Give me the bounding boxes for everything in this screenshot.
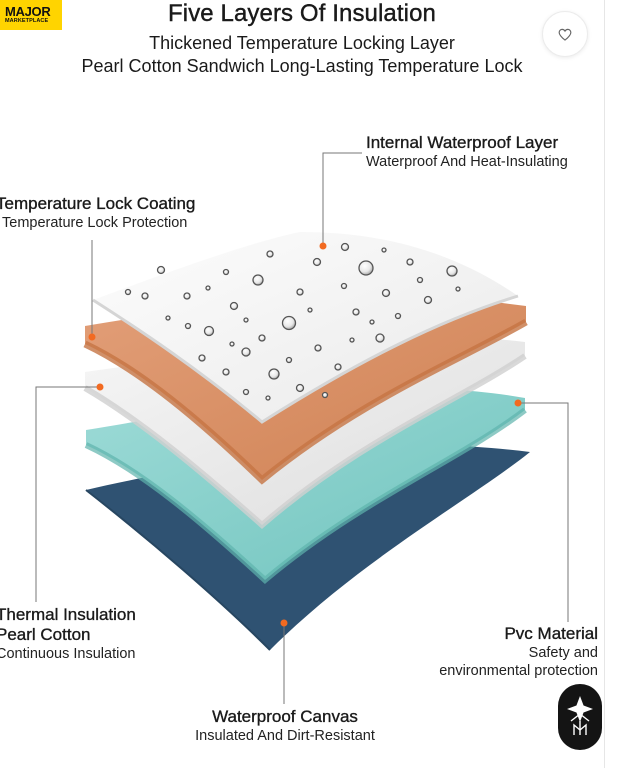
image-subtitle-line-1: Thickened Temperature Locking Layer (149, 33, 455, 53)
logo-wordmark: MAJOR (5, 4, 51, 20)
water-droplets (124, 242, 461, 401)
callout-title: Pvc Material (504, 624, 598, 643)
callout-temperature-lock: Temperature Lock Coating Temperature Loc… (0, 194, 196, 232)
callout-title-line-1: Thermal Insulation (0, 605, 136, 624)
image-title: Five Layers Of Insulation (168, 0, 436, 27)
floating-brand-badge[interactable] (558, 684, 602, 750)
internal-waterproof-layer (93, 232, 518, 422)
callout-description: Waterproof And Heat-Insulating (366, 154, 568, 170)
callout-leader-lines (35, 152, 569, 704)
callout-pvc-material: Pvc Material Safety and environmental pr… (439, 624, 598, 680)
callout-description: Temperature Lock Protection (2, 215, 188, 231)
callout-title-line-2: Pearl Cotton (0, 625, 91, 644)
callout-description-line-2: environmental protection (439, 663, 598, 679)
callout-description-line-1: Safety and (528, 645, 598, 661)
callout-description: Insulated And Dirt-Resistant (195, 728, 375, 744)
viewer-edge-divider (604, 0, 605, 768)
callout-description: Continuous Insulation (0, 646, 136, 662)
wishlist-button[interactable] (542, 11, 588, 57)
callout-thermal-insulation: Thermal Insulation Pearl Cotton Continuo… (0, 605, 136, 663)
callout-title: Internal Waterproof Layer (366, 133, 559, 152)
image-subtitle-line-2: Pearl Cotton Sandwich Long-Lasting Tempe… (81, 56, 523, 76)
callout-waterproof-canvas: Waterproof Canvas Insulated And Dirt-Res… (170, 707, 400, 745)
brand-mark-icon (567, 696, 593, 735)
callout-title: Temperature Lock Coating (0, 194, 196, 213)
brand-logo: MAJOR MARKETPLACE (0, 0, 62, 30)
heart-icon (558, 28, 572, 41)
callout-internal-waterproof: Internal Waterproof Layer Waterproof And… (366, 133, 568, 171)
callout-title: Waterproof Canvas (212, 707, 358, 726)
callout-dots (88, 242, 522, 627)
logo-submark: MARKETPLACE (5, 18, 49, 25)
